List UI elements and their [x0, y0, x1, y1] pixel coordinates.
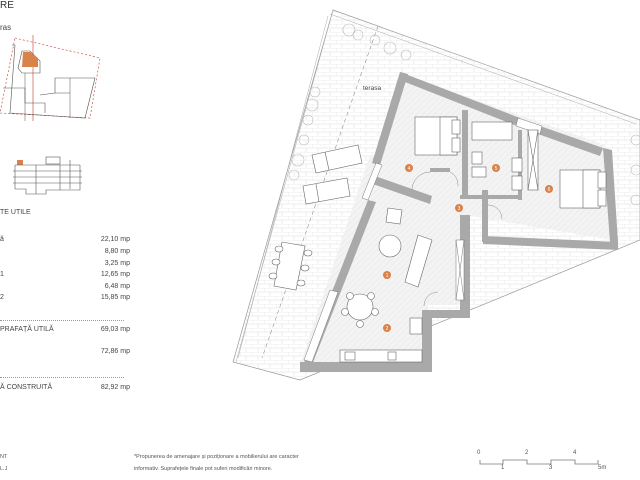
divider [0, 320, 124, 321]
room-marker-2 [383, 324, 391, 332]
room-marker-1 [383, 271, 391, 279]
scale-bar: 0 2 4 1 3 5m [477, 450, 607, 471]
disclaimer-line2: informativ. Suprafețele finale pot sufer… [134, 466, 273, 472]
svg-text:3: 3 [458, 206, 461, 212]
terrace-label: terasa [363, 85, 381, 92]
disclaimer-line1: *Propunerea de amenajare și poziționare … [134, 454, 299, 460]
area-row: 3,25 mp [104, 260, 130, 267]
footer-left-line1: NT [0, 454, 8, 460]
outdoor-dining-table [268, 241, 313, 291]
area-row: 1 12,65 mp [0, 271, 130, 278]
areas-section-title: TE UTILE [0, 209, 31, 216]
room-marker-6 [545, 185, 553, 193]
floor-plan: terasa [232, 9, 640, 381]
bathroom-fixtures [471, 121, 523, 191]
room-marker-5 [492, 164, 500, 172]
plants [288, 23, 640, 206]
svg-text:2: 2 [386, 326, 389, 332]
living-furniture [378, 207, 433, 288]
svg-text:1: 1 [386, 273, 389, 279]
kitchen-counter [339, 317, 423, 363]
svg-text:5: 5 [495, 166, 498, 172]
room-markers: 1 2 3 4 5 6 [383, 164, 553, 332]
area-row: 6,48 mp [104, 283, 130, 290]
windows [303, 117, 543, 363]
bed-bedroom-2 [527, 129, 607, 209]
room-marker-3 [455, 204, 463, 212]
footer-left-line2: L.J [0, 466, 8, 472]
divider [0, 377, 124, 378]
page-title: RE [0, 0, 14, 11]
doors [411, 171, 503, 307]
bed-bedroom-1 [414, 116, 461, 156]
dining-table [341, 292, 379, 328]
key-plan-site [0, 35, 101, 121]
svg-text:4: 4 [408, 166, 411, 172]
sun-loungers [302, 144, 363, 205]
apartment-highlight [22, 52, 38, 67]
area-row: 8,80 mp [104, 248, 130, 255]
floor-label: ras [0, 23, 12, 32]
key-plan-section [13, 156, 82, 195]
area-row: ă 22,10 mp [0, 236, 130, 243]
room-marker-4 [405, 164, 413, 172]
area-row: 2 15,85 mp [0, 294, 130, 301]
svg-text:6: 6 [548, 187, 551, 193]
